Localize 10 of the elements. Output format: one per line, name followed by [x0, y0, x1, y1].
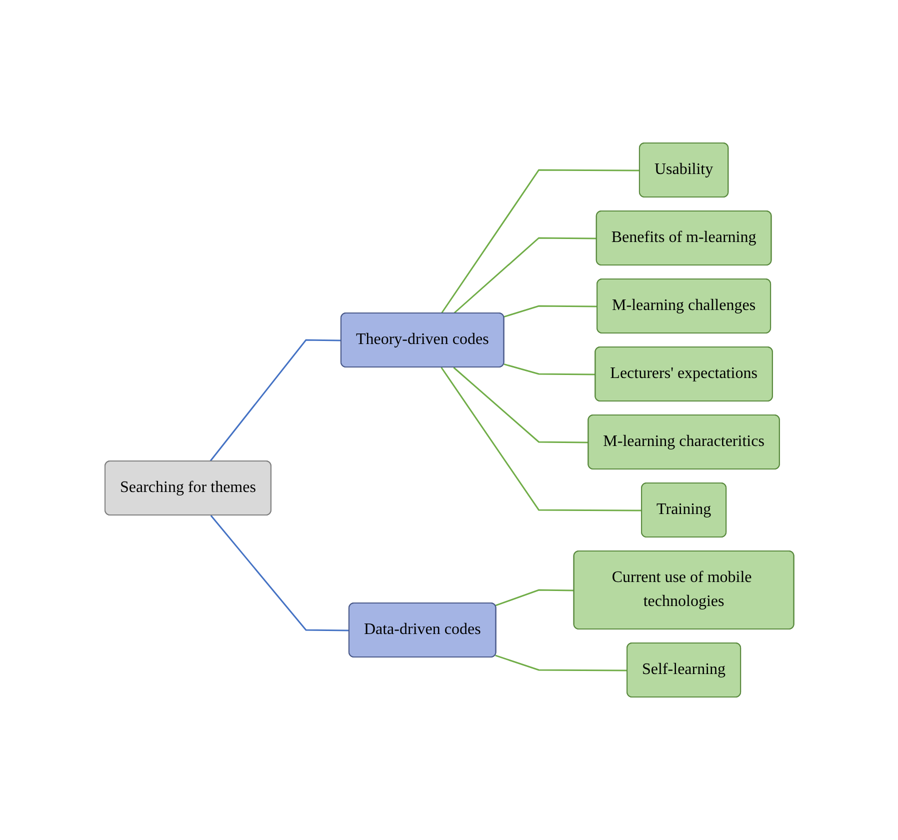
connector: [209, 339, 342, 462]
connector: [440, 169, 640, 314]
connector: [210, 515, 350, 632]
connector: [503, 305, 598, 318]
connector: [440, 367, 642, 512]
connector: [503, 363, 596, 376]
connector: [494, 654, 628, 672]
connector: [452, 237, 596, 314]
connector: [494, 589, 574, 606]
connector: [452, 366, 588, 444]
